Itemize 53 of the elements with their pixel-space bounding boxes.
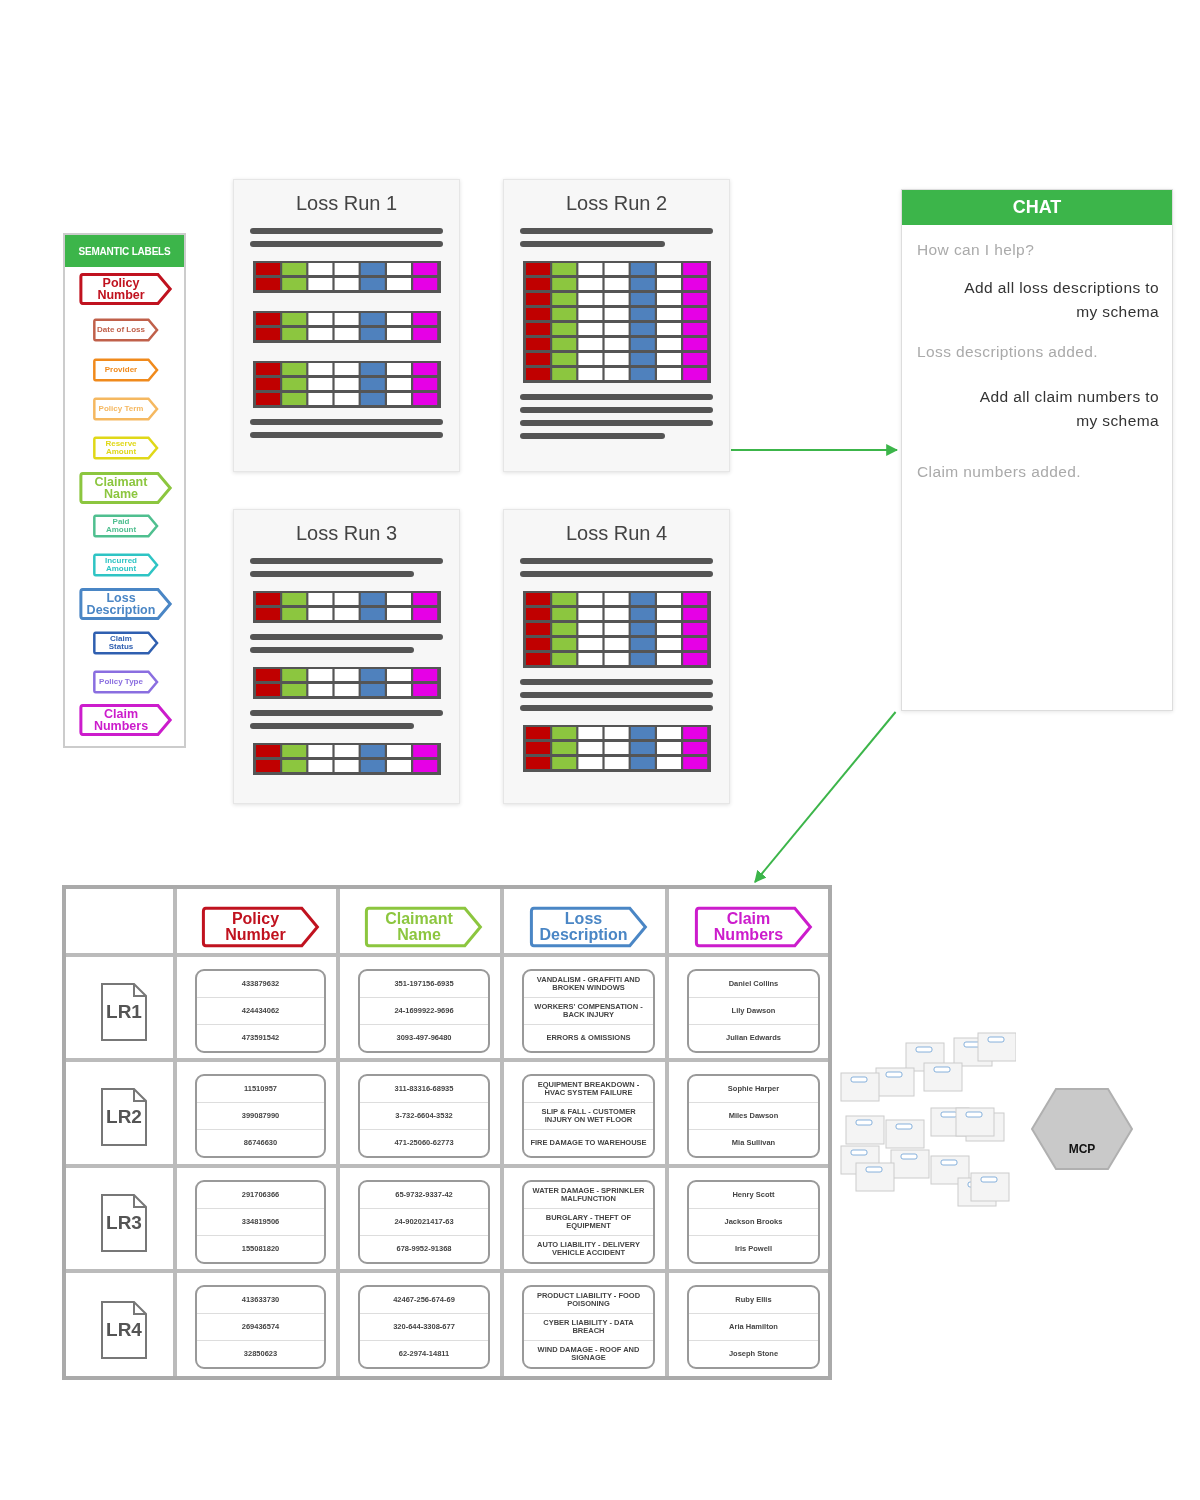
label-tag: Claim Status [93,631,159,655]
document-title: Loss Run 1 [294,192,399,215]
value-list-box [358,1285,490,1369]
label-tag: Policy Term [93,397,159,421]
panel-heading: SEMANTIC LABELS [65,235,184,267]
label-tag: Provider [93,358,159,382]
document-title: Loss Run 2 [564,192,669,215]
assistant-message: Claim numbers added. [917,462,1082,482]
value-list-box [195,1180,326,1264]
document-card [503,509,730,804]
assistant-message: How can I help? [917,240,1036,260]
label-tag: Claim Numbers [79,703,173,737]
label-tag: Policy Number [200,905,321,949]
label-tag: Paid Amount [93,514,159,538]
value-list-box [522,1074,655,1158]
label-tag: Policy Number [79,272,173,306]
hexagon-badge: MCP [1030,1086,1134,1172]
value-list-box [358,1180,490,1264]
label-tag: Loss Description [79,587,173,621]
label-tag: Claimant Name [79,471,173,505]
document-card [233,509,460,804]
user-message: Add all loss descriptions to my schema [963,278,1159,322]
value-list-box [195,969,326,1053]
label-tag: Reserve Amount [93,436,159,460]
value-list-box [522,969,655,1053]
value-list-box [195,1074,326,1158]
label-tag: Incurred Amount [93,553,159,577]
value-list-box [687,1074,820,1158]
value-list-box [687,1285,820,1369]
value-list-box [358,1074,490,1158]
label-tag: Date of Loss [93,318,159,342]
value-list-box [687,969,820,1053]
user-message: Add all claim numbers to my schema [978,387,1159,431]
arrow [730,444,899,456]
value-list-box [522,1285,655,1369]
label-tag: Loss Description [528,905,649,949]
value-list-box [195,1285,326,1369]
assistant-message: Loss descriptions added. [917,342,1100,362]
label-tag: Policy Type [93,670,159,694]
chat-header: CHAT [902,190,1172,225]
label-tag: Claimant Name [364,905,484,949]
document-card [233,179,460,472]
document-title: Loss Run 4 [564,522,669,545]
label-panel [63,233,186,748]
label-tag: Claim Numbers [693,905,814,949]
chat-panel [901,189,1173,711]
document-title: Loss Run 3 [294,522,399,545]
extraction-table [62,885,832,1380]
value-list-box [358,969,490,1053]
arrow [754,711,897,883]
value-list-box [522,1180,655,1264]
document-card [503,179,730,472]
value-list-box [687,1180,820,1264]
